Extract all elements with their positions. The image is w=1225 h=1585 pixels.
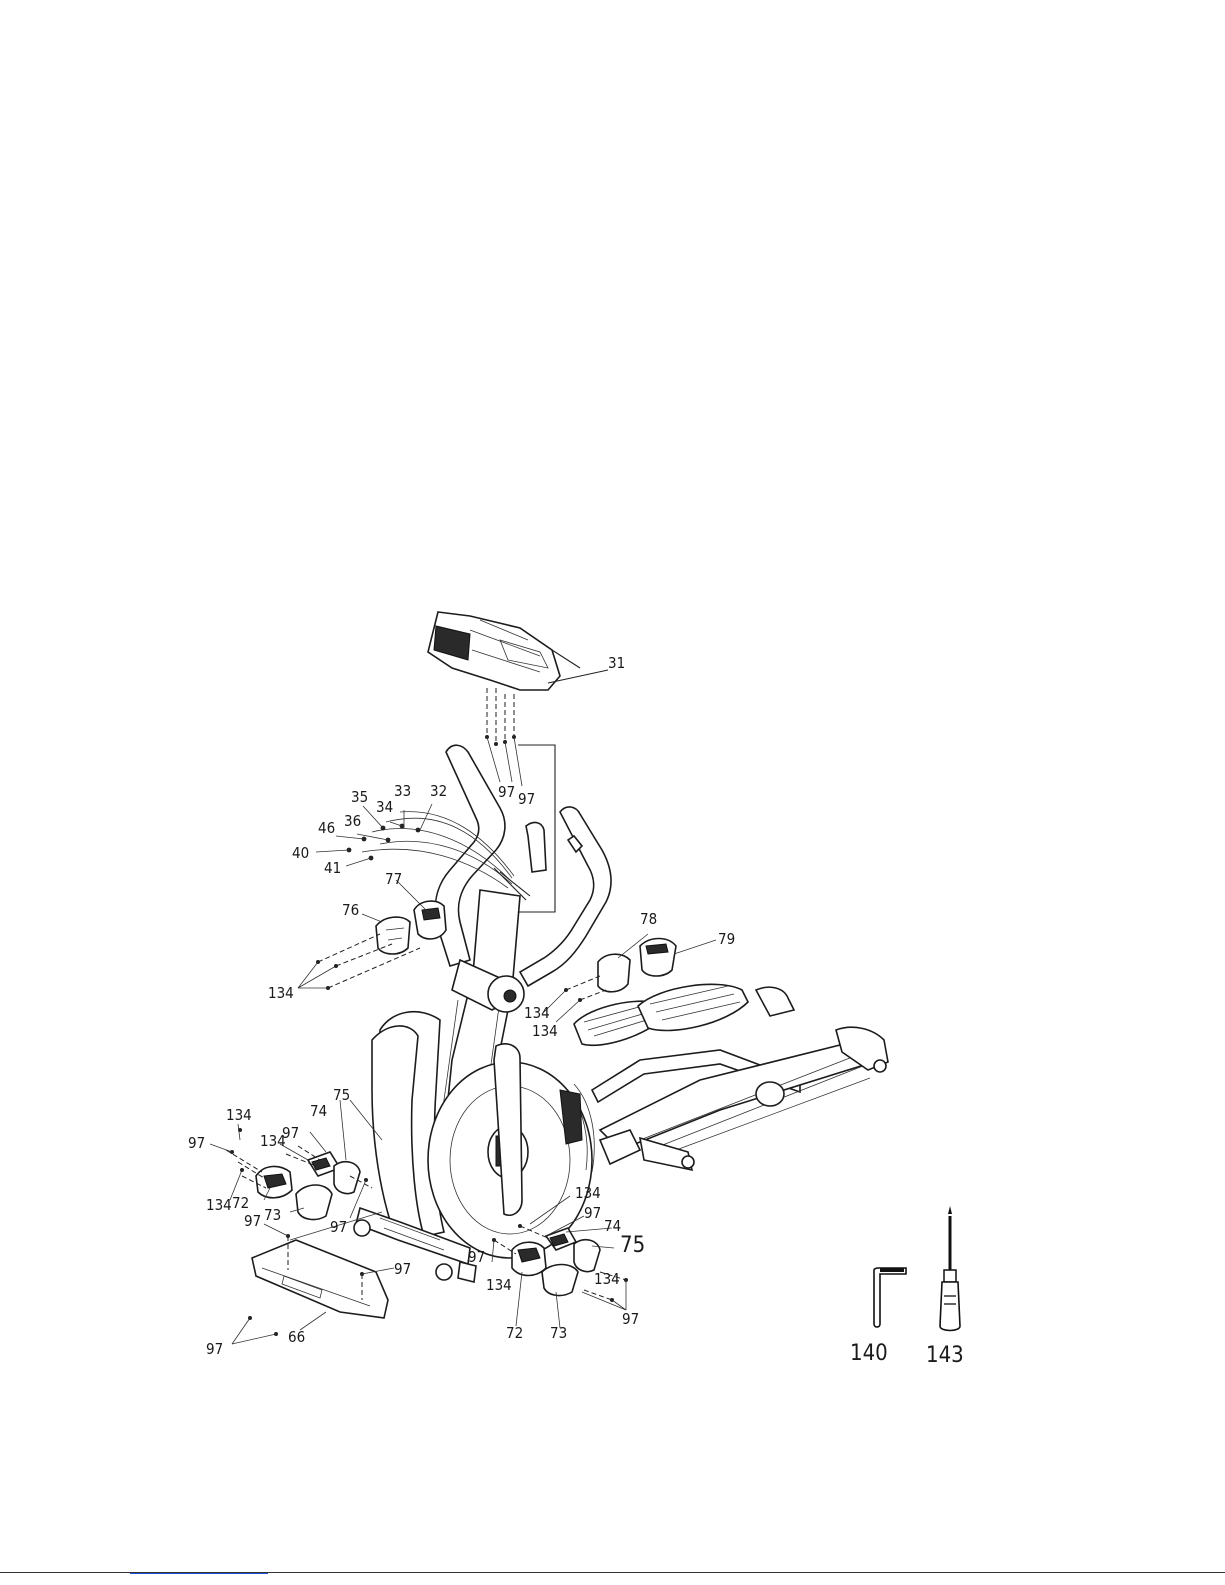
callout-97: 97 (468, 1248, 485, 1266)
callout-134: 134 (260, 1132, 286, 1150)
callout-97: 97 (188, 1134, 205, 1152)
callout-40: 40 (292, 844, 309, 862)
callout-134: 134 (206, 1196, 232, 1214)
screwdriver-icon (940, 1206, 960, 1331)
tool-label-143: 143 (926, 1343, 964, 1368)
console-part (428, 612, 580, 690)
callout-97: 97 (622, 1310, 639, 1328)
tool-label-140: 140 (850, 1341, 888, 1366)
left-pivot-covers (298, 880, 446, 990)
callout-73: 73 (264, 1206, 281, 1224)
callout-97: 97 (584, 1204, 601, 1222)
callout-134: 134 (575, 1184, 601, 1202)
callout-46: 46 (318, 819, 335, 837)
callout-34: 34 (376, 798, 393, 816)
callout-134: 134 (268, 984, 294, 1002)
allen-wrench-icon (874, 1268, 906, 1327)
callout-74: 74 (310, 1102, 327, 1120)
callout-36: 36 (344, 812, 361, 830)
callout-97: 97 (498, 783, 515, 801)
callout-74: 74 (604, 1217, 621, 1235)
callout-97: 97 (394, 1260, 411, 1278)
callout-97: 97 (330, 1218, 347, 1236)
callout-72: 72 (232, 1194, 249, 1212)
callout-75: 75 (620, 1233, 645, 1258)
callout-77: 77 (385, 870, 402, 888)
callout-134: 134 (524, 1004, 550, 1022)
callout-134: 134 (532, 1022, 558, 1040)
callout-134: 134 (226, 1106, 252, 1124)
callout-41: 41 (324, 859, 341, 877)
callout-97: 97 (518, 790, 535, 808)
callout-32: 32 (430, 782, 447, 800)
callout-75: 75 (333, 1086, 350, 1104)
callout-76: 76 (342, 901, 359, 919)
callout-97: 97 (206, 1340, 223, 1358)
callout-31: 31 (608, 654, 625, 672)
callout-72: 72 (506, 1324, 523, 1342)
footer-link-underline[interactable] (130, 1573, 268, 1574)
callout-73: 73 (550, 1324, 567, 1342)
callout-33: 33 (394, 782, 411, 800)
callout-97: 97 (244, 1212, 261, 1230)
callout-79: 79 (718, 930, 735, 948)
callout-134: 134 (486, 1276, 512, 1294)
callout-78: 78 (640, 910, 657, 928)
callout-35: 35 (351, 788, 368, 806)
callout-134: 134 (594, 1270, 620, 1288)
callout-66: 66 (288, 1328, 305, 1346)
